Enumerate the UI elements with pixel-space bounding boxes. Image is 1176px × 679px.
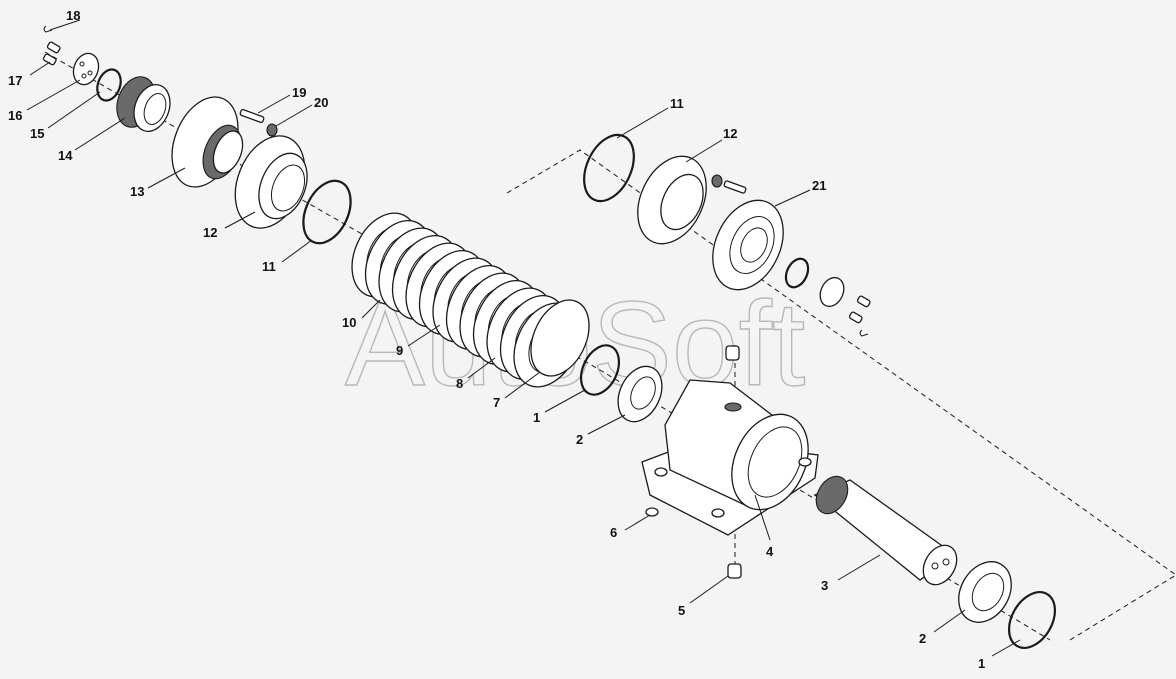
- part-2-bearing: [617, 365, 663, 423]
- part-4-main-housing: [641, 379, 819, 536]
- label-1: 1: [533, 410, 540, 425]
- part-5-plug-top: [725, 345, 740, 361]
- part-labels: 18 17 16 15 14 13 19 20 12 11 10 9 8 7 1…: [8, 8, 985, 671]
- part-18-pin-right: [859, 329, 869, 337]
- label-10: 10: [342, 315, 356, 330]
- label-11-right: 11: [670, 96, 684, 111]
- label-20: 20: [314, 95, 328, 110]
- part-5-plug: [727, 563, 742, 579]
- label-9: 9: [396, 343, 403, 358]
- label-15: 15: [30, 126, 44, 141]
- part-17-bolts: [42, 41, 61, 66]
- label-6: 6: [610, 525, 617, 540]
- part-15-o-ring: [96, 68, 122, 102]
- part-11-o-ring: [302, 179, 352, 245]
- part-19-bolt: [239, 108, 265, 124]
- label-19: 19: [292, 85, 306, 100]
- part-1-ring-right: [1007, 591, 1057, 649]
- part-18-pin: [43, 25, 53, 33]
- label-14: 14: [58, 148, 73, 163]
- label-12: 12: [203, 225, 217, 240]
- part-15-o-ring-right: [784, 257, 810, 289]
- part-19-bolt-right: [723, 180, 747, 194]
- part-7-pressure-plate: [530, 299, 590, 377]
- label-2-right: 2: [919, 631, 926, 646]
- part-11-o-ring-right: [583, 133, 635, 203]
- part-2-bearing-right: [958, 561, 1012, 623]
- label-1-right: 1: [978, 656, 985, 671]
- part-6-screw: [645, 507, 659, 517]
- leader-lines: [26, 19, 1021, 657]
- label-13: 13: [130, 184, 144, 199]
- label-4: 4: [766, 544, 774, 559]
- part-16-lock-plate: [72, 52, 100, 86]
- part-20-nut-right: [711, 174, 723, 188]
- label-8: 8: [456, 376, 463, 391]
- part-3-shaft: [813, 475, 958, 586]
- part-16-lock-plate-right: [819, 276, 845, 308]
- label-16: 16: [8, 108, 22, 123]
- part-1-seal-ring: [579, 344, 621, 396]
- label-11: 11: [262, 259, 276, 274]
- label-12-right: 12: [723, 126, 737, 141]
- label-2: 2: [576, 432, 583, 447]
- part-20-nut: [266, 123, 278, 137]
- part-12-seal-housing: [234, 135, 308, 229]
- label-21: 21: [812, 178, 826, 193]
- part-14-gear: [116, 76, 171, 132]
- part-17-bolt-right-2: [848, 311, 863, 324]
- label-17: 17: [8, 73, 22, 88]
- label-3: 3: [821, 578, 828, 593]
- part-13-flange: [171, 96, 244, 188]
- part-17-bolt-right: [856, 295, 871, 308]
- label-5: 5: [678, 603, 685, 618]
- label-7: 7: [493, 395, 500, 410]
- part-12-seal-housing-right: [637, 155, 707, 245]
- part-21-cover: [712, 199, 784, 291]
- label-18: 18: [66, 8, 80, 23]
